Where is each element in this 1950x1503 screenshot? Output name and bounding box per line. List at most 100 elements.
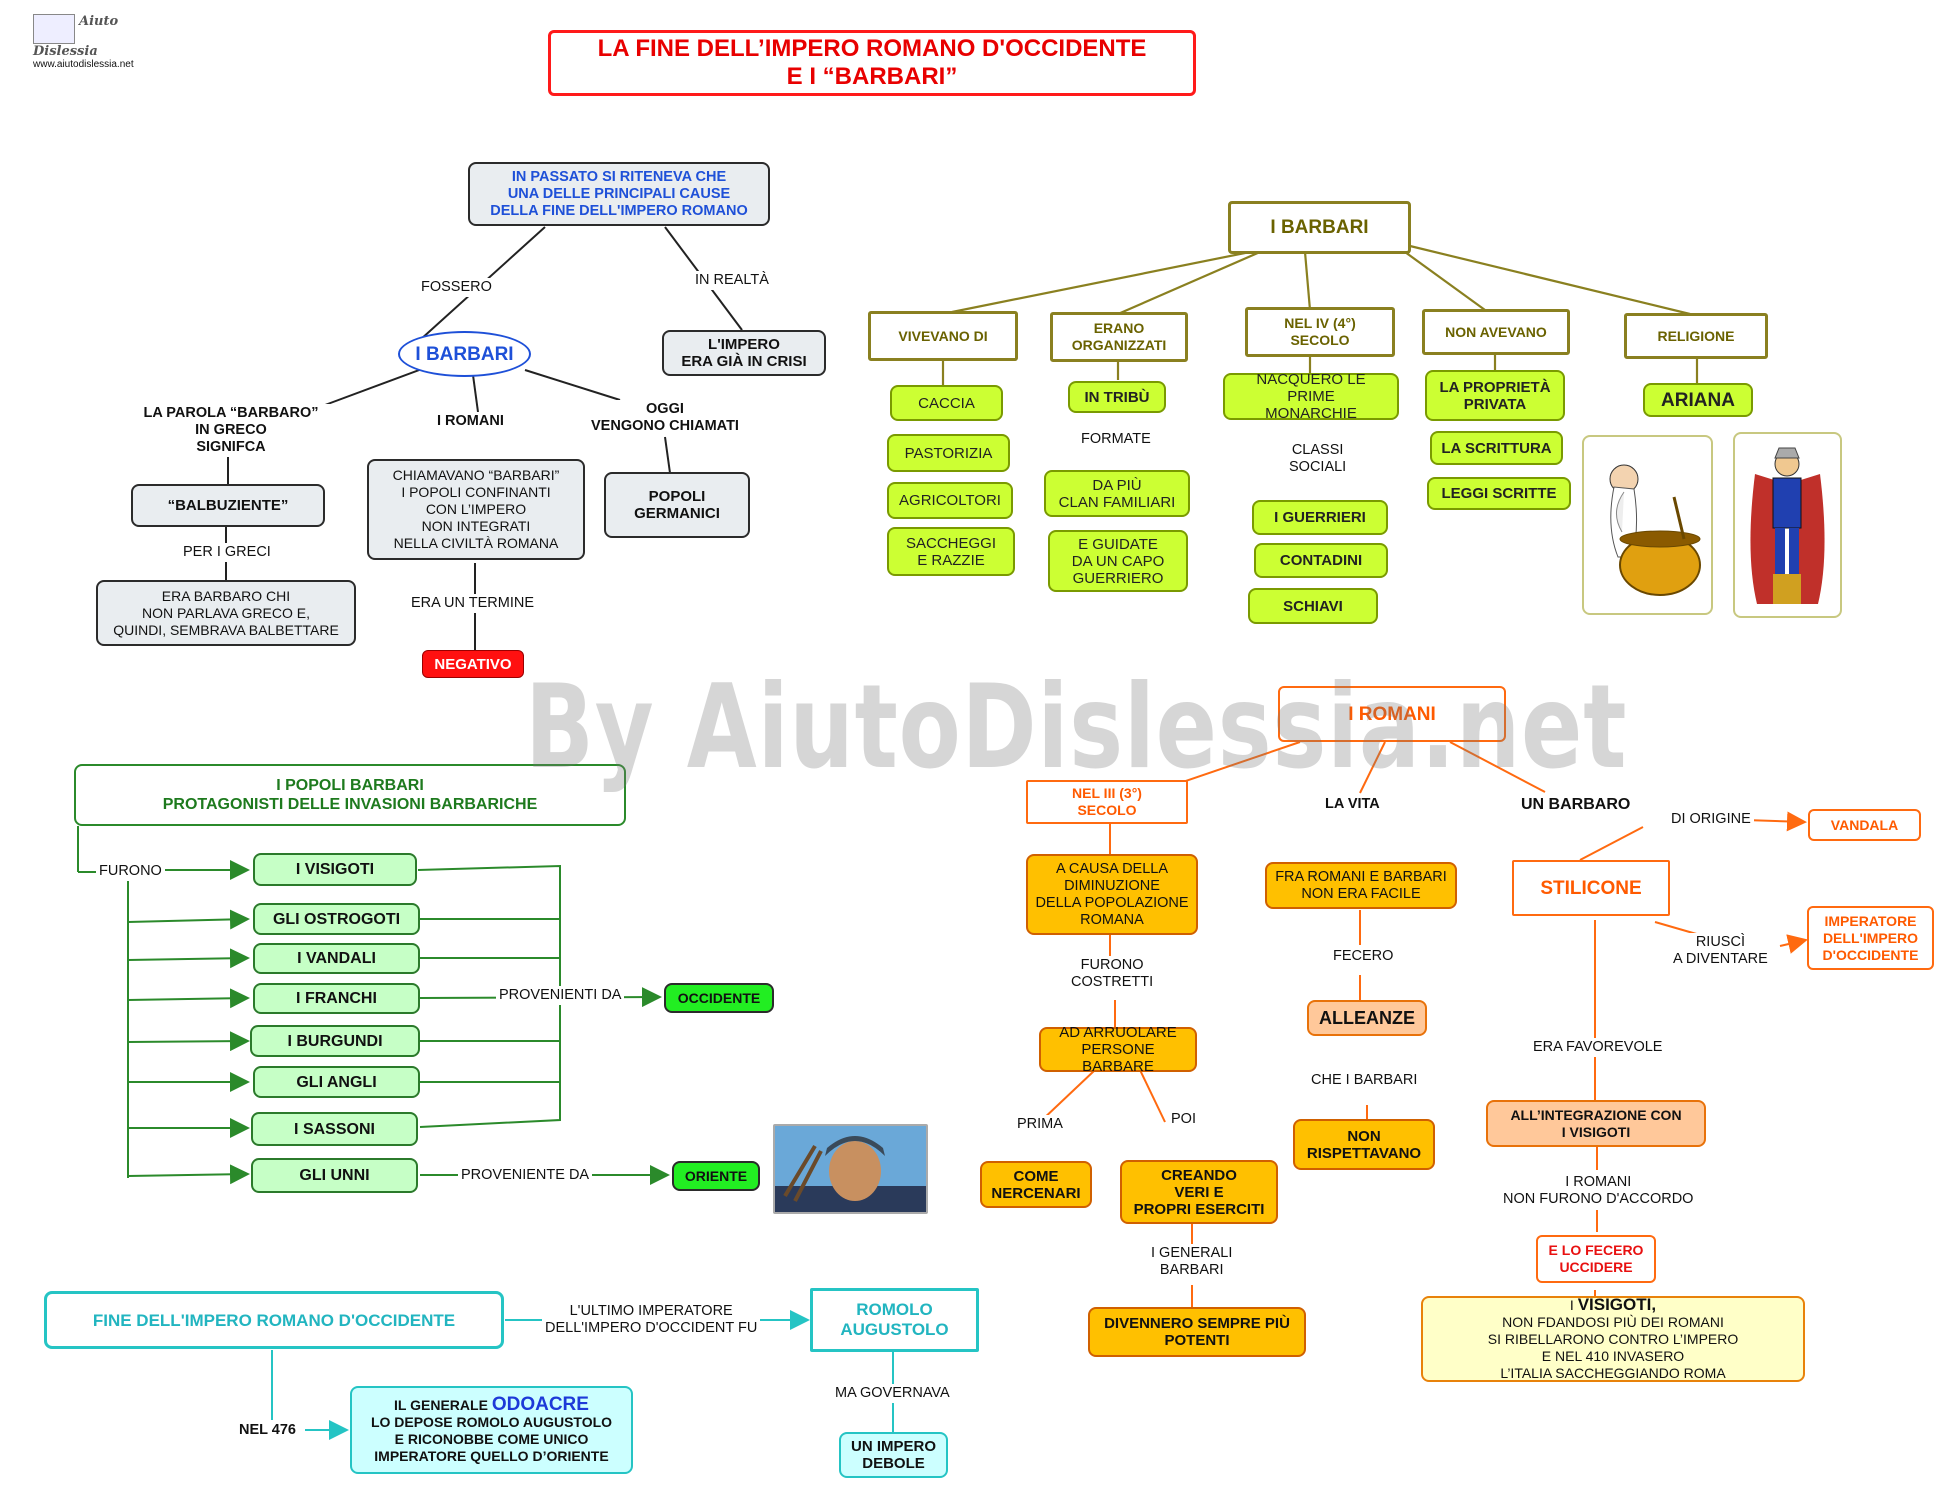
visigoti-pre: I bbox=[1569, 1297, 1574, 1313]
people-visigoti: I VISIGOTI bbox=[253, 853, 417, 886]
un-barbaro-label: UN BARBARO bbox=[1518, 795, 1634, 814]
item-contadini: CONTADINI bbox=[1254, 543, 1388, 578]
negativo-node: NEGATIVO bbox=[422, 650, 524, 678]
popoli-germanici-node: POPOLI GERMANICI bbox=[604, 472, 750, 538]
arruolare-node: AD ARRUOLARE PERSONE BARBARE bbox=[1039, 1024, 1197, 1075]
item-in-tribu: IN TRIBÙ bbox=[1068, 381, 1166, 413]
header-organizzati: ERANO ORGANIZZATI bbox=[1050, 312, 1188, 362]
romani-accordo-label: I ROMANI NON FURONO D'ACCORDO bbox=[1500, 1173, 1697, 1209]
per-i-greci-label: PER I GRECI bbox=[180, 543, 274, 562]
non-rispettavano-node: NON RISPETTAVANO bbox=[1293, 1119, 1435, 1170]
item-guerrieri: I GUERRIERI bbox=[1252, 500, 1388, 535]
prima-label: PRIMA bbox=[1014, 1115, 1066, 1134]
fine-impero-root: FINE DELL'IMPERO ROMANO D'OCCIDENTE bbox=[44, 1291, 504, 1349]
romolo-augustolo-node: ROMOLO AUGUSTOLO bbox=[810, 1288, 979, 1352]
furono-costretti-label: FURONO COSTRETTI bbox=[1068, 956, 1157, 992]
mercenari-node: COME NERCENARI bbox=[980, 1161, 1092, 1208]
alleanze-node: ALLEANZE bbox=[1307, 1000, 1427, 1036]
era-un-termine-label: ERA UN TERMINE bbox=[408, 594, 538, 613]
odoacre-heading: IL GENERALE ODOACRE bbox=[394, 1393, 589, 1415]
logo-url: www.aiutodislessia.net bbox=[33, 59, 134, 70]
header-non-avevano: NON AVEVANO bbox=[1422, 309, 1570, 355]
druid-cauldron-image bbox=[1582, 435, 1713, 615]
book-icon bbox=[33, 14, 75, 44]
people-vandali: I VANDALI bbox=[253, 943, 420, 974]
title-line-1: LA FINE DELL’IMPERO ROMANO D'OCCIDENTE bbox=[597, 35, 1147, 62]
item-monarchie: NACQUERO LE PRIME MONARCHIE bbox=[1223, 371, 1399, 422]
title-line-2: E I “BARBARI” bbox=[786, 63, 958, 90]
chiamavano-node: CHIAMAVANO “BARBARI” I POPOLI CONFINANTI… bbox=[367, 459, 585, 560]
riusci-label: RIUSCÌ A DIVENTARE bbox=[1670, 933, 1771, 969]
people-burgundi: I BURGUNDI bbox=[250, 1025, 420, 1057]
visigoti-big: VISIGOTI, bbox=[1577, 1295, 1657, 1314]
nel-iii-node: NEL III (3°) SECOLO bbox=[1026, 780, 1188, 824]
item-caccia: CACCIA bbox=[890, 385, 1003, 421]
ultimo-imperatore-label: L'ULTIMO IMPERATORE DELL'IMPERO D'OCCIDE… bbox=[542, 1302, 761, 1338]
generali-label: I GENERALI BARBARI bbox=[1148, 1244, 1236, 1280]
hun-warrior-image bbox=[773, 1124, 928, 1214]
header-nel-iv: NEL IV (4°) SECOLO bbox=[1245, 307, 1395, 357]
imperatore-node: IMPERATORE DELL'IMPERO D'OCCIDENTE bbox=[1807, 906, 1934, 970]
odoacre-text: LO DEPOSE ROMOLO AUGUSTOLO E RICONOBBE C… bbox=[370, 1413, 613, 1464]
ma-governava-label: MA GOVERNAVA bbox=[832, 1384, 953, 1403]
item-agricoltori: AGRICOLTORI bbox=[887, 482, 1013, 519]
watermark: By AiutoDislessia.net bbox=[525, 660, 1628, 795]
impero-debole-node: UN IMPERO DEBOLE bbox=[839, 1432, 948, 1478]
item-guidate: E GUIDATE DA UN CAPO GUERRIERO bbox=[1048, 530, 1188, 592]
page-title: LA FINE DELL’IMPERO ROMANO D'OCCIDENTE E… bbox=[548, 30, 1196, 96]
odoacre-node: IL GENERALE ODOACRE LO DEPOSE ROMOLO AUG… bbox=[350, 1386, 633, 1474]
site-logo: Aiuto Dislessia www.aiutodislessia.net bbox=[33, 14, 141, 70]
fra-romani-node: FRA ROMANI E BARBARI NON ERA FACILE bbox=[1265, 862, 1457, 909]
item-ariana: ARIANA bbox=[1643, 383, 1753, 417]
people-sassoni: I SASSONI bbox=[251, 1112, 418, 1146]
people-unni: GLI UNNI bbox=[251, 1158, 418, 1193]
item-pastorizia: PASTORIZIA bbox=[887, 434, 1010, 472]
odoacre-name: ODOACRE bbox=[491, 1393, 589, 1415]
fossero-label: FOSSERO bbox=[418, 278, 495, 297]
odoacre-pre: IL GENERALE bbox=[394, 1396, 488, 1413]
empire-crisis-node: L'IMPERO ERA GIÀ IN CRISI bbox=[662, 330, 826, 376]
barbari-olive-root: I BARBARI bbox=[1228, 201, 1411, 254]
fecero-label: FECERO bbox=[1330, 947, 1397, 966]
classi-sociali-label: CLASSI SOCIALI bbox=[1286, 441, 1350, 477]
visigoti-node: I VISIGOTI, NON FDANDOSI PIÙ DEI ROMANI … bbox=[1421, 1296, 1805, 1382]
item-saccheggi: SACCHEGGI E RAZZIE bbox=[887, 527, 1015, 576]
formate-label: FORMATE bbox=[1078, 430, 1154, 449]
oggi-label: OGGI VENGONO CHIAMATI bbox=[588, 400, 742, 436]
chiamavano-text: CHIAMAVANO “BARBARI” I POPOLI CONFINANTI… bbox=[392, 467, 560, 551]
i-romani-label: I ROMANI bbox=[434, 412, 507, 431]
past-belief-node: IN PASSATO SI RITENEVA CHE UNA DELLE PRI… bbox=[468, 162, 770, 226]
item-leggi: LEGGI SCRITTE bbox=[1427, 477, 1571, 510]
parola-barbaro-label: LA PAROLA “BARBARO” IN GRECO SIGNIFCA bbox=[130, 404, 332, 457]
integrazione-node: ALL’INTEGRAZIONE CON I VISIGOTI bbox=[1486, 1100, 1706, 1147]
balbuziente-node: “BALBUZIENTE” bbox=[131, 484, 325, 527]
item-scrittura: LA SCRITTURA bbox=[1430, 431, 1563, 465]
furono-costretti-text: FURONO COSTRETTI bbox=[1071, 957, 1154, 990]
logo-name: Aiuto Dislessia bbox=[33, 14, 119, 59]
era-favorevole-label: ERA FAVOREVOLE bbox=[1530, 1038, 1666, 1057]
visigoti-heading: I VISIGOTI, bbox=[1570, 1296, 1656, 1314]
di-origine-label: DI ORIGINE bbox=[1668, 810, 1754, 829]
che-i-barbari-label: CHE I BARBARI bbox=[1308, 1071, 1421, 1090]
people-franchi: I FRANCHI bbox=[253, 983, 420, 1014]
people-angli: GLI ANGLI bbox=[253, 1066, 420, 1098]
popoli-barbari-root: I POPOLI BARBARI PROTAGONISTI DELLE INVA… bbox=[74, 764, 626, 826]
item-schiavi: SCHIAVI bbox=[1248, 588, 1378, 624]
eserciti-node: CREANDO VERI E PROPRI ESERCITI bbox=[1120, 1160, 1278, 1224]
provenienti-da-label: PROVENIENTI DA bbox=[496, 986, 625, 1005]
people-ostrogoti: GLI OSTROGOTI bbox=[253, 903, 420, 935]
stilicone-node: STILICONE bbox=[1512, 860, 1670, 916]
poi-label: POI bbox=[1168, 1110, 1199, 1129]
in-realta-label: IN REALTÀ bbox=[692, 271, 772, 290]
thor-image bbox=[1733, 432, 1842, 618]
header-vivevano: VIVEVANO DI bbox=[868, 311, 1018, 361]
proveniente-da-label: PROVENIENTE DA bbox=[458, 1166, 593, 1185]
item-clan: DA PIÙ CLAN FAMILIARI bbox=[1044, 470, 1190, 517]
uccidere-node: E LO FECERO UCCIDERE bbox=[1536, 1235, 1656, 1283]
header-religione: RELIGIONE bbox=[1624, 313, 1768, 359]
item-proprieta: LA PROPRIETÀ PRIVATA bbox=[1425, 370, 1565, 421]
furono-label: FURONO bbox=[96, 862, 165, 881]
era-barbaro-node: ERA BARBARO CHI NON PARLAVA GRECO E, QUI… bbox=[96, 580, 356, 646]
occidente-node: OCCIDENTE bbox=[664, 983, 774, 1013]
nel-476-label: NEL 476 bbox=[236, 1421, 299, 1440]
